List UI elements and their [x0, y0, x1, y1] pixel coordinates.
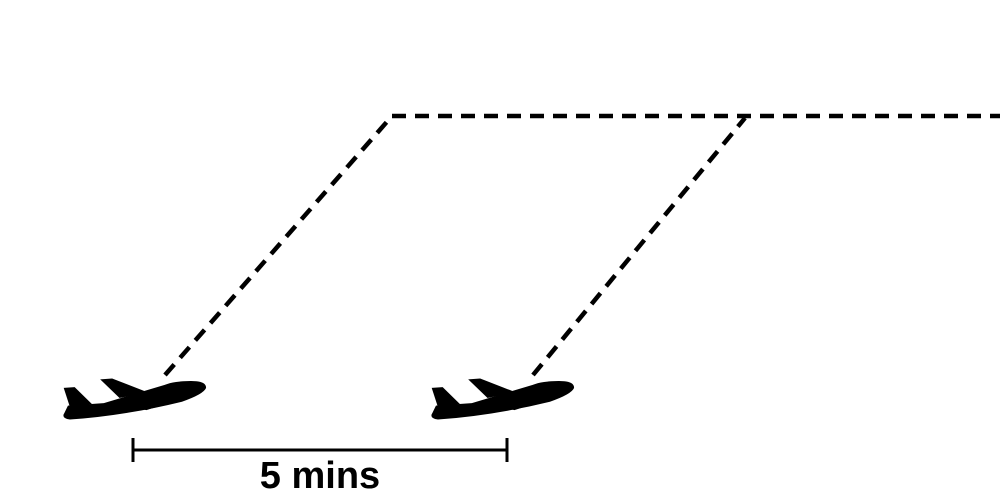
- separation-interval-label: 5 mins: [260, 455, 380, 497]
- lead-aircraft-climb-path: [163, 114, 394, 377]
- separation-scale-bar: [131, 438, 509, 462]
- lead-airplane-icon: [61, 372, 208, 420]
- trailing-airplane-icon: [429, 372, 576, 420]
- trailing-aircraft-climb-path: [531, 116, 747, 377]
